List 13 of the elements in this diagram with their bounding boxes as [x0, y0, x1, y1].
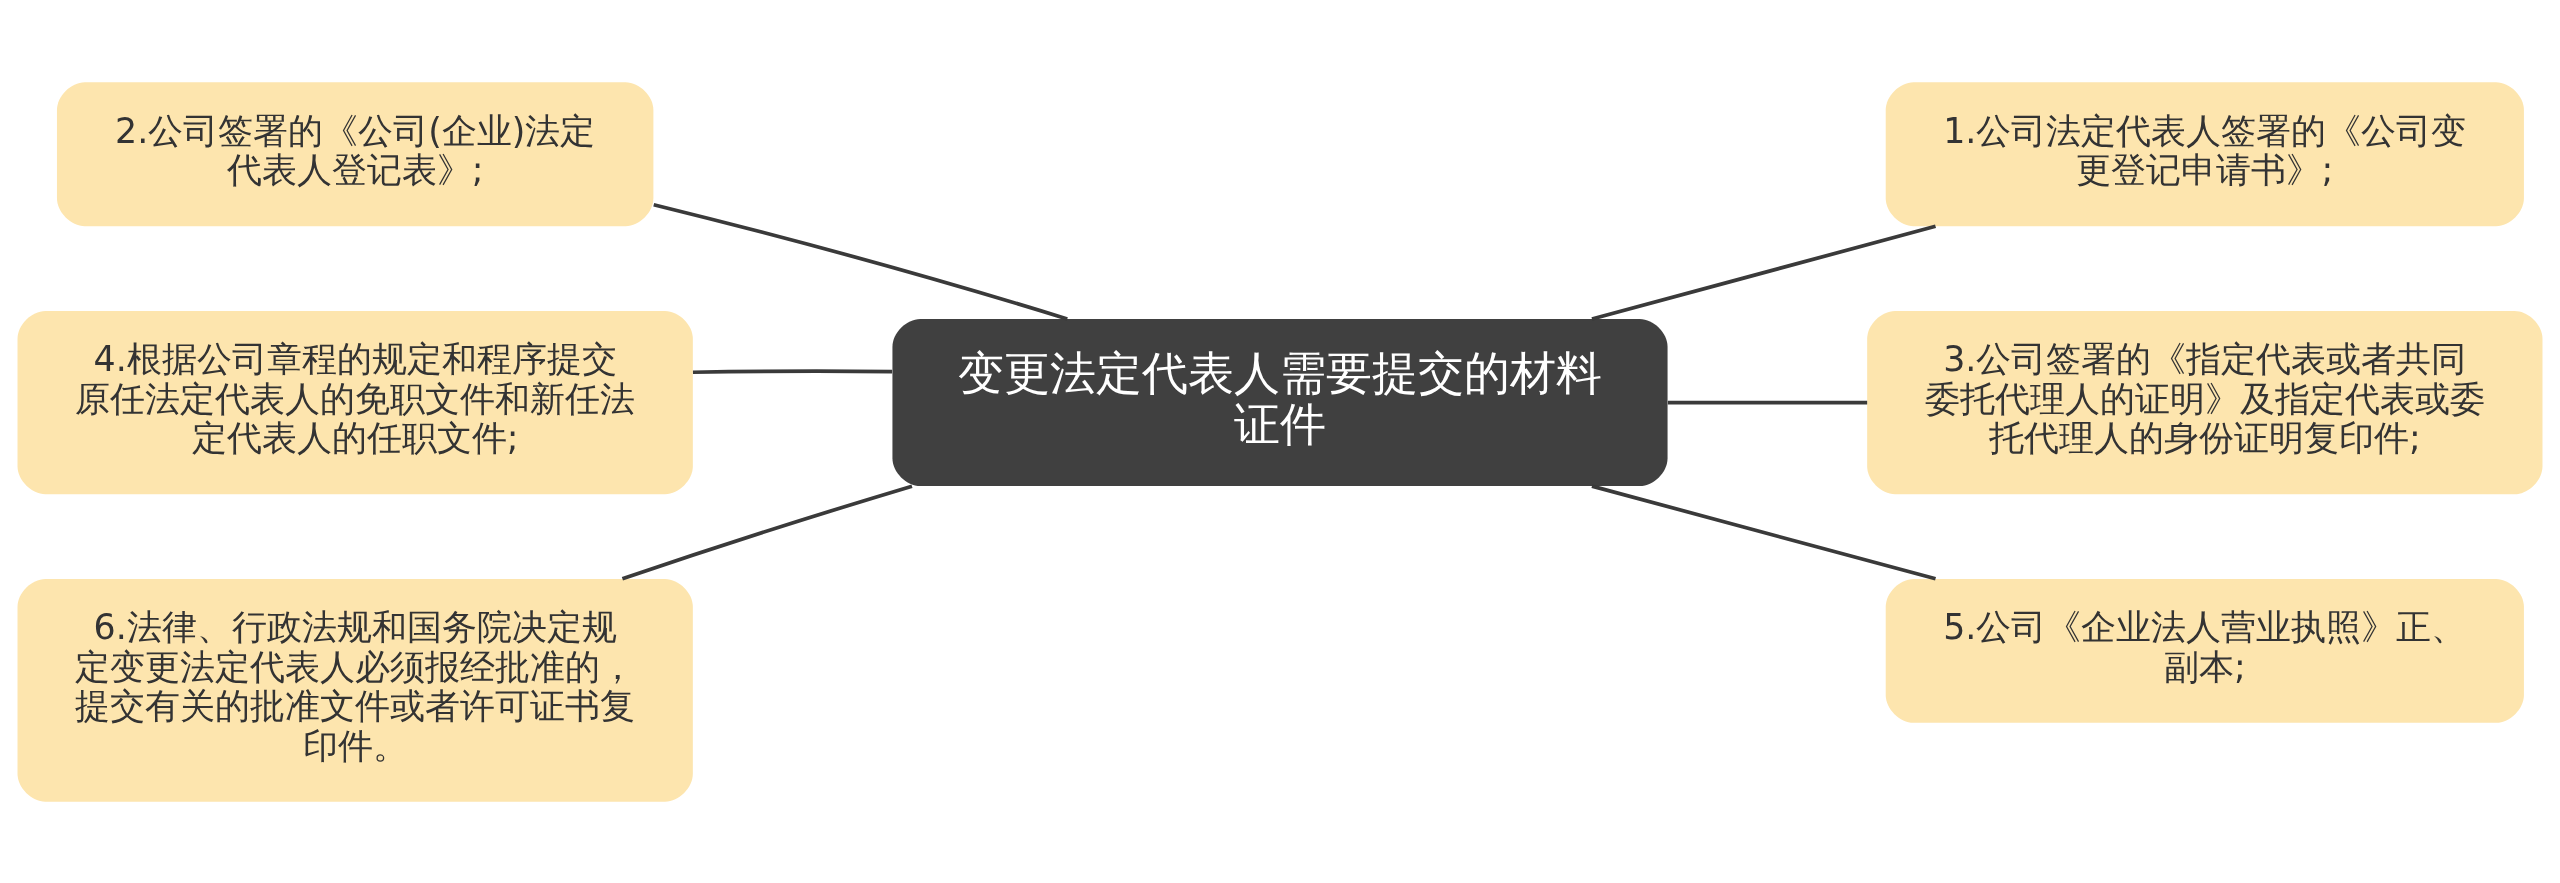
- node-box: 变更法定代表人需要提交的材料证件: [892, 318, 1668, 486]
- node-box: 2.公司签署的《公司(企业)法定代表人登记表》;: [56, 81, 654, 226]
- connector: [692, 368, 893, 374]
- node-box: 4.根据公司章程的规定和程序提交原任法定代表人的免职文件和新任法定代表人的任职文件;: [17, 310, 693, 494]
- node-box: 5.公司《企业法人营业执照》正、副本;: [1885, 578, 2524, 723]
- connector: [621, 483, 913, 581]
- node-box: 6.法律、行政法规和国务院决定规定变更法定代表人必须报经批准的，提交有关的批准文件或者许可证书复印件。: [17, 578, 693, 802]
- connector: [1667, 400, 1868, 404]
- connector: [653, 202, 1068, 321]
- connector: [1591, 483, 1936, 581]
- connector: [1591, 224, 1936, 321]
- node-box: 3.公司签署的《指定代表或者共同委托代理人的证明》及指定代表或委托代理人的身份证明复印件;: [1867, 310, 2543, 494]
- node-box: 1.公司法定代表人签署的《公司变更登记申请书》;: [1885, 81, 2524, 226]
